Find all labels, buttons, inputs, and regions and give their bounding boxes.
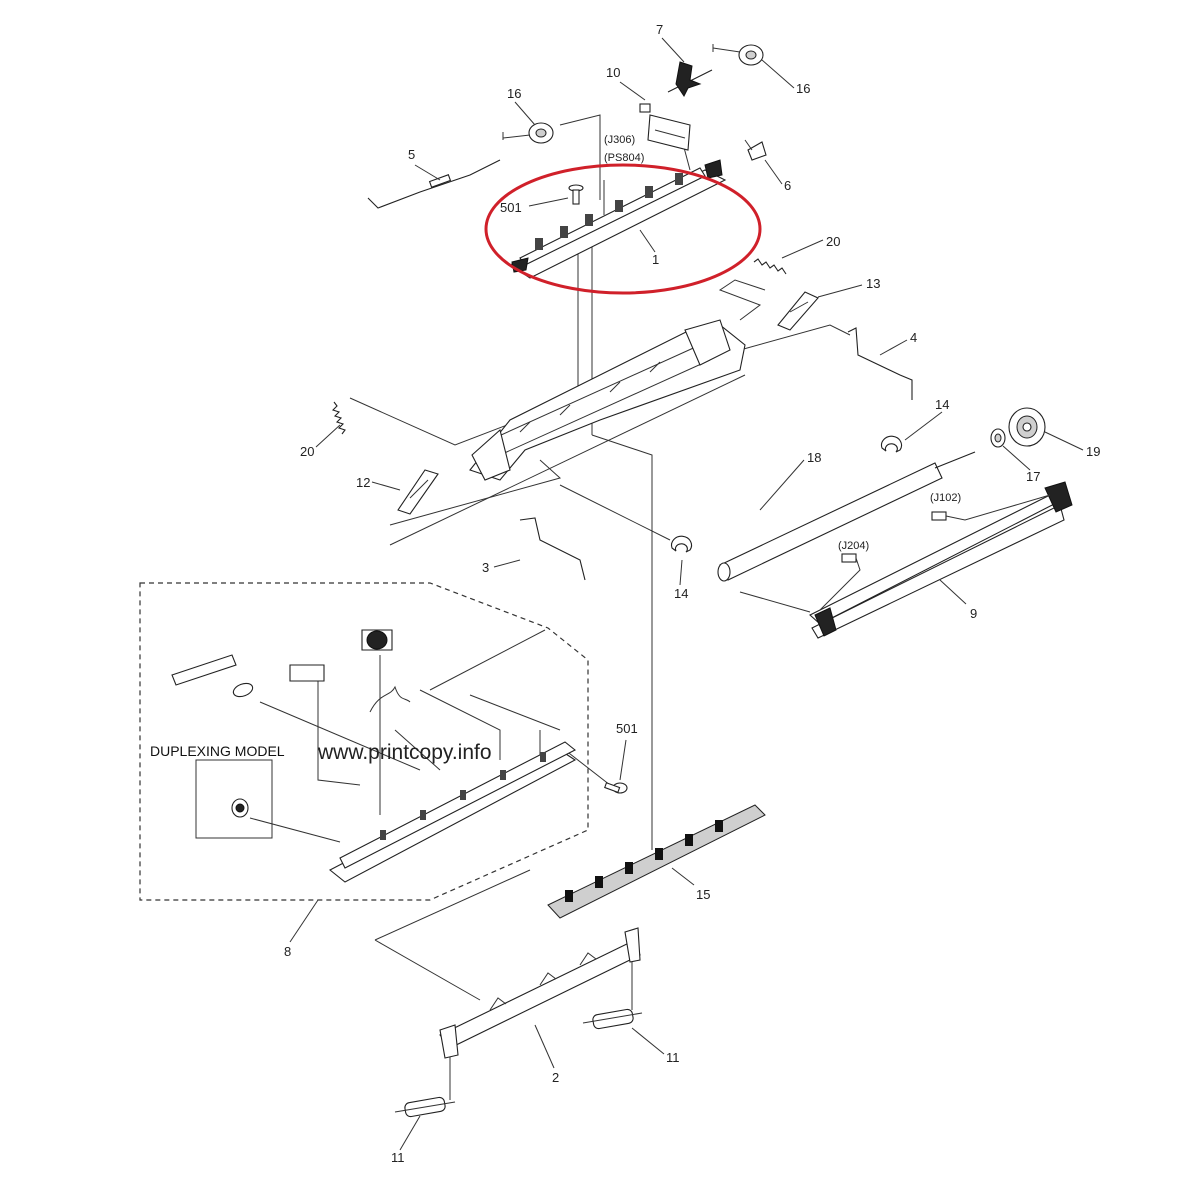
part-17-washer [990, 428, 1006, 448]
part-18-roller [717, 451, 976, 582]
part-20-spring-top [753, 258, 787, 275]
part-9-guide [809, 481, 1073, 639]
duplexing-model-caption: DUPLEXING MODEL [150, 743, 285, 759]
part-2-frame [439, 927, 641, 1059]
part-16-gear-left [502, 122, 554, 144]
part-4-bracket [847, 327, 913, 400]
callout-3: 3 [482, 560, 489, 575]
part-5-rod [367, 159, 501, 209]
duplexing-region [139, 582, 589, 901]
callout-12: 12 [356, 475, 370, 490]
callout-10: 10 [606, 65, 620, 80]
part-14-bushing-right [880, 435, 903, 453]
connector-ps804: (PS804) [604, 152, 644, 164]
callout-19: 19 [1086, 444, 1100, 459]
part-8-duplex-parts [171, 629, 577, 883]
highlight-circle [484, 163, 762, 295]
part-11-roller-left [394, 1096, 456, 1118]
part-7-shaft [667, 61, 713, 97]
callouts: 1 2 3 4 5 6 7 8 9 10 11 11 12 13 14 14 1… [284, 22, 1100, 1165]
callout-5: 5 [408, 147, 415, 162]
part-6-lever [744, 139, 767, 161]
leader-lines [249, 114, 851, 1100]
main-frame [469, 319, 746, 481]
part-501-screw-bottom [604, 782, 628, 794]
part-20-spring-left [331, 401, 346, 435]
part-10-sensor [639, 103, 691, 151]
connector-j306: (J306) [604, 134, 635, 146]
callout-2: 2 [552, 1070, 559, 1085]
callout-7: 7 [656, 22, 663, 37]
watermark-text: www.printcopy.info [317, 741, 492, 764]
callout-20-left: 20 [300, 444, 314, 459]
callout-4: 4 [910, 330, 917, 345]
callout-16-right: 16 [796, 81, 810, 96]
duplex-gear-inset [231, 798, 249, 818]
part-12-plate [397, 469, 439, 515]
part-3-bracket [519, 517, 586, 581]
part-19-gear [1008, 407, 1046, 447]
duplexing-inset-box [195, 759, 273, 839]
callout-501-top: 501 [500, 200, 522, 215]
callout-9: 9 [970, 606, 977, 621]
callout-11-left: 11 [391, 1150, 405, 1165]
callout-14-left: 14 [674, 586, 688, 601]
callout-16-left: 16 [507, 86, 521, 101]
callout-6: 6 [784, 178, 791, 193]
callout-17: 17 [1026, 469, 1040, 484]
callout-8: 8 [284, 944, 291, 959]
part-15-guide [547, 804, 766, 919]
connector-j102: (J102) [930, 492, 961, 504]
callout-pointers [289, 37, 1084, 1151]
part-14-bushing-left [670, 535, 693, 553]
callout-13: 13 [866, 276, 880, 291]
part-11-roller-right [582, 1008, 643, 1030]
callout-15: 15 [696, 887, 710, 902]
part-16-gear-right [712, 44, 764, 66]
connector-j204: (J204) [838, 540, 869, 552]
part-501-screw-top [568, 184, 584, 205]
callout-11-right: 11 [666, 1050, 680, 1065]
callout-14-right: 14 [935, 397, 949, 412]
callout-501-bottom: 501 [616, 721, 638, 736]
callout-18: 18 [807, 450, 821, 465]
part-13-plate [777, 291, 819, 331]
callout-20-top: 20 [826, 234, 840, 249]
callout-1: 1 [652, 252, 659, 267]
